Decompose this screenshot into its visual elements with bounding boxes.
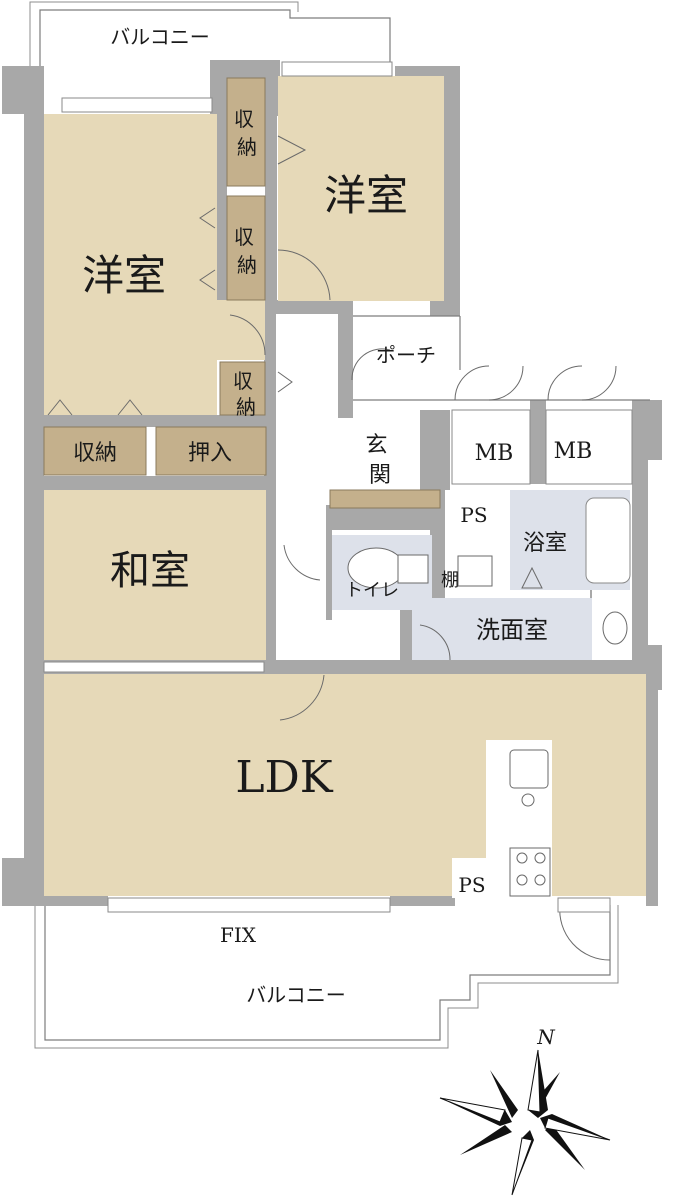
svg-text:玄 関: 玄 関 bbox=[365, 433, 394, 488]
svg-text:収 納: 収 納 bbox=[234, 107, 260, 159]
balcony-bottom-area bbox=[34, 905, 619, 1049]
ps-1-label: PS bbox=[460, 503, 487, 527]
western-room-right-label: 洋室 bbox=[324, 171, 408, 220]
doors bbox=[47, 135, 617, 961]
storage-1-label-b: 納 bbox=[237, 135, 257, 159]
washroom-area bbox=[412, 598, 592, 660]
porch-label: ポーチ bbox=[376, 343, 436, 367]
svg-text:収 納: 収 納 bbox=[233, 369, 259, 419]
washitsu bbox=[44, 490, 266, 660]
storage-1 bbox=[226, 77, 266, 187]
bath-label: 浴室 bbox=[523, 531, 567, 556]
svg-text:収 納: 収 納 bbox=[234, 225, 260, 277]
ldk-label: LDK bbox=[235, 752, 333, 803]
ldk bbox=[44, 674, 646, 896]
storage-4 bbox=[43, 426, 147, 476]
kitchen bbox=[509, 749, 551, 897]
washroom-label: 洗面室 bbox=[476, 616, 548, 644]
storage-2-label-a: 収 bbox=[234, 225, 254, 249]
oshiire-label: 押入 bbox=[188, 441, 232, 466]
compass-rose-icon bbox=[439, 1049, 611, 1196]
toilet-label: トイレ bbox=[345, 580, 399, 601]
washitsu-label: 和室 bbox=[110, 548, 190, 594]
porch-lines bbox=[353, 315, 650, 485]
north-label: N bbox=[536, 1025, 556, 1049]
genkan-label-b: 関 bbox=[369, 463, 391, 488]
balcony-bottom-label: バルコニー bbox=[246, 983, 346, 1007]
western-room-left bbox=[44, 114, 217, 415]
ps-2-label: PS bbox=[458, 873, 485, 897]
storage-3-label-b: 納 bbox=[236, 395, 256, 419]
storage-3 bbox=[219, 361, 266, 416]
storage-blocks bbox=[43, 77, 441, 509]
windows bbox=[43, 61, 611, 913]
western-room-left-label: 洋室 bbox=[82, 251, 166, 300]
shelf-label: 棚 bbox=[441, 570, 459, 591]
storage-2-label-b: 納 bbox=[237, 253, 257, 277]
storage-2 bbox=[226, 195, 266, 301]
mb-1-label: MB bbox=[475, 441, 514, 466]
storage-1-label-a: 収 bbox=[234, 107, 254, 131]
fix-label: FIX bbox=[220, 923, 257, 947]
western-room-right bbox=[278, 76, 444, 301]
oshiire bbox=[155, 426, 267, 476]
genkan-label-a: 玄 bbox=[365, 433, 387, 458]
balcony-top-area bbox=[29, 1, 391, 68]
balcony-top-label: バルコニー bbox=[110, 25, 210, 49]
wet-areas bbox=[332, 490, 632, 660]
storage-4-label: 収納 bbox=[73, 441, 117, 466]
storage-3-label-a: 収 bbox=[233, 369, 253, 393]
mb-2-label: MB bbox=[554, 439, 593, 464]
